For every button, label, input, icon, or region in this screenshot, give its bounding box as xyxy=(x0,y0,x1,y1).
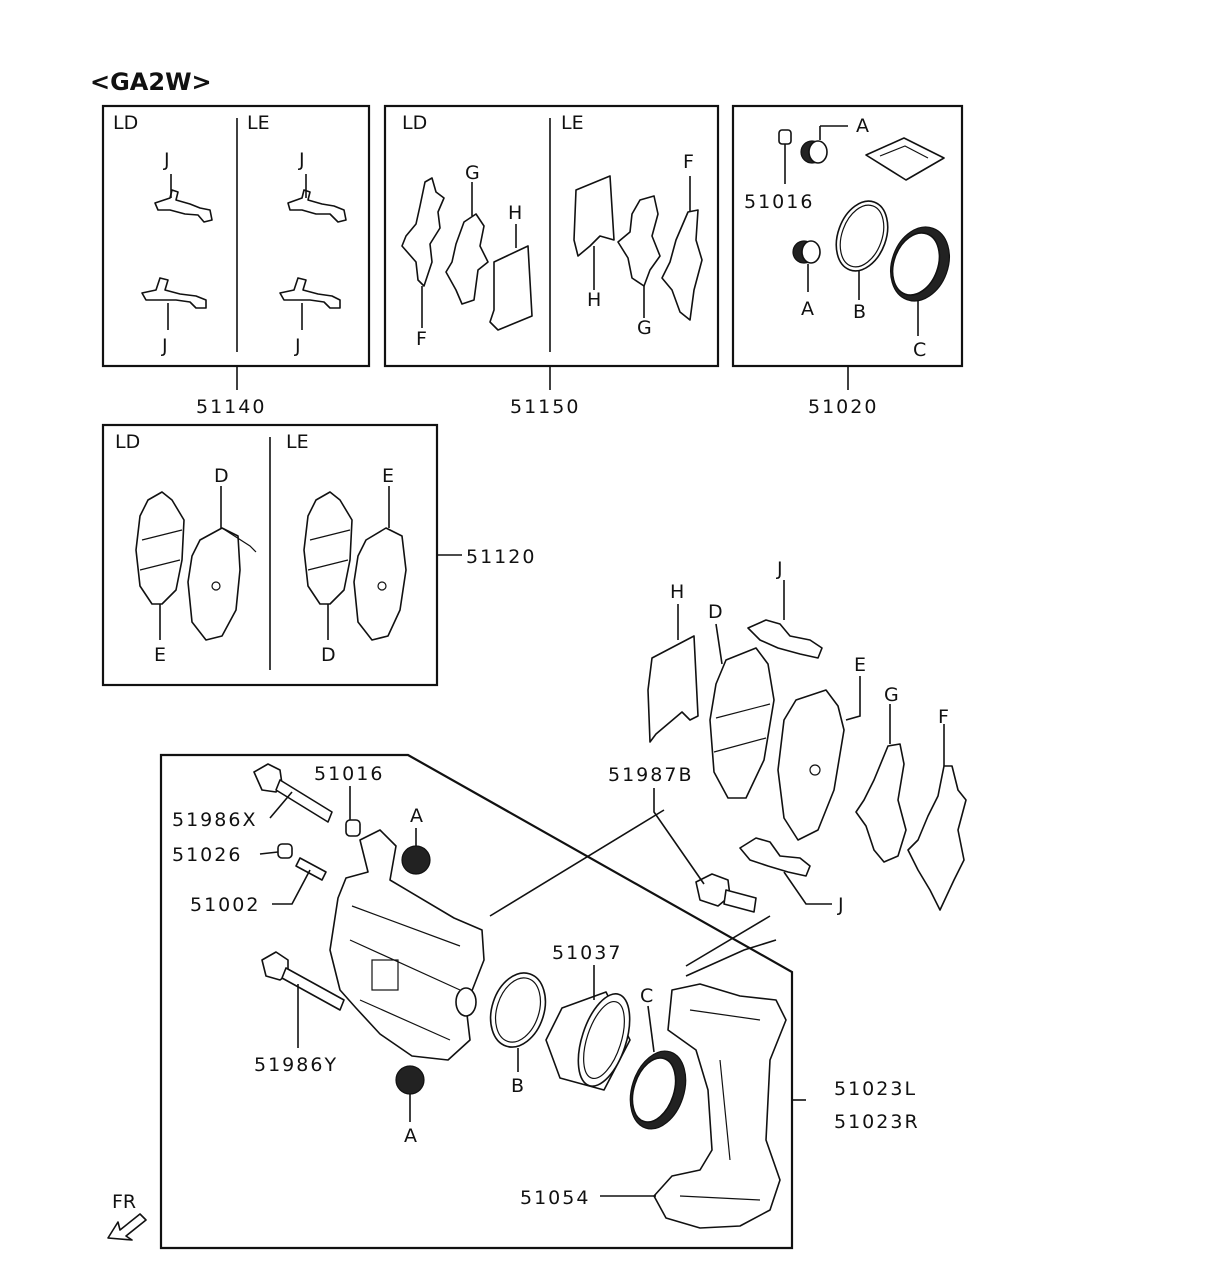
pad-shim-h-icon xyxy=(647,635,699,743)
part-number-51987b: 51987B xyxy=(608,764,693,786)
label-h: H xyxy=(587,289,603,311)
pad-clip-j-icon xyxy=(739,619,823,877)
kit-number-51020: 51020 xyxy=(808,396,878,418)
part-number-51023l: 51023L xyxy=(834,1078,917,1100)
label-b: B xyxy=(511,1075,526,1097)
label-a: A xyxy=(404,1125,419,1147)
label-j: J xyxy=(837,894,846,916)
guide-pin-icon xyxy=(253,763,345,1011)
side-label-ld: LD xyxy=(402,112,427,134)
label-e: E xyxy=(154,644,168,666)
label-j: J xyxy=(294,335,303,357)
part-number-51016: 51016 xyxy=(314,763,384,785)
label-f: F xyxy=(683,151,696,173)
kit-box-51020: A 51016 A B C 51020 xyxy=(731,104,964,418)
kit-box-51140: LD LE J J J J 51140 xyxy=(101,104,371,418)
part-number-51002: 51002 xyxy=(190,894,260,916)
piston-icon xyxy=(545,991,631,1091)
front-direction-indicator: FR xyxy=(107,1191,147,1241)
shim-f-icon xyxy=(907,765,967,911)
clip-j-icon xyxy=(141,189,347,309)
label-j: J xyxy=(298,149,307,171)
label-j: J xyxy=(163,149,172,171)
side-label-ld: LD xyxy=(113,112,138,134)
brake-pad-e-icon xyxy=(777,689,845,841)
label-g: G xyxy=(884,684,901,706)
model-title: <GA2W> xyxy=(90,68,212,96)
guide-bolt-51987b-icon xyxy=(695,873,757,913)
label-e: E xyxy=(382,465,396,487)
label-b: B xyxy=(853,301,868,323)
label-d: D xyxy=(708,601,725,623)
part-number-51986y: 51986Y xyxy=(254,1054,338,1076)
side-label-le: LE xyxy=(286,431,309,453)
part-number-51986x: 51986X xyxy=(172,809,257,831)
label-d: D xyxy=(321,644,338,666)
part-number-51023r: 51023R xyxy=(834,1111,920,1133)
part-number-51016: 51016 xyxy=(744,191,814,213)
caliper-assembly: 51016 51986X 51026 51002 51986Y A A B 51… xyxy=(159,558,967,1250)
bushing-icon xyxy=(345,819,361,837)
label-a: A xyxy=(410,805,425,827)
brake-pad-d-icon xyxy=(709,647,775,799)
kit-box-51150: LD LE G H F H G F 51150 xyxy=(383,104,720,418)
part-number-51054: 51054 xyxy=(520,1187,590,1209)
kit-number-51150: 51150 xyxy=(510,396,580,418)
shim-g-icon xyxy=(855,743,907,863)
front-arrow-icon xyxy=(107,1213,147,1241)
side-label-ld: LD xyxy=(115,431,140,453)
label-f: F xyxy=(416,328,429,350)
caliper-body-icon xyxy=(329,829,485,1061)
part-number-51026: 51026 xyxy=(172,844,242,866)
kit-box-51120: LD LE D E E D 51120 xyxy=(101,423,536,687)
boot-a-icon xyxy=(401,845,431,875)
boot-a-icon xyxy=(395,1065,425,1095)
bleeder-screw-icon xyxy=(295,857,327,881)
side-label-le: LE xyxy=(561,112,584,134)
label-h: H xyxy=(670,581,686,603)
label-a: A xyxy=(856,115,871,137)
label-d: D xyxy=(214,465,231,487)
kit-number-51120: 51120 xyxy=(466,546,536,568)
label-h: H xyxy=(508,202,524,224)
seal-kit-icon xyxy=(778,129,950,302)
label-g: G xyxy=(637,317,654,339)
side-label-le: LE xyxy=(247,112,270,134)
label-g: G xyxy=(465,162,482,184)
label-j: J xyxy=(776,558,785,580)
label-c: C xyxy=(913,339,928,361)
label-f: F xyxy=(938,706,951,728)
label-a: A xyxy=(801,298,816,320)
brake-pad-icon xyxy=(135,491,407,641)
label-c: C xyxy=(640,985,655,1007)
label-j: J xyxy=(161,335,170,357)
caliper-support-icon xyxy=(653,983,787,1229)
label-e: E xyxy=(854,654,868,676)
shim-icon xyxy=(401,175,703,331)
cap-icon xyxy=(277,843,293,859)
kit-number-51140: 51140 xyxy=(196,396,266,418)
part-number-51037: 51037 xyxy=(552,942,622,964)
front-label: FR xyxy=(112,1191,136,1213)
